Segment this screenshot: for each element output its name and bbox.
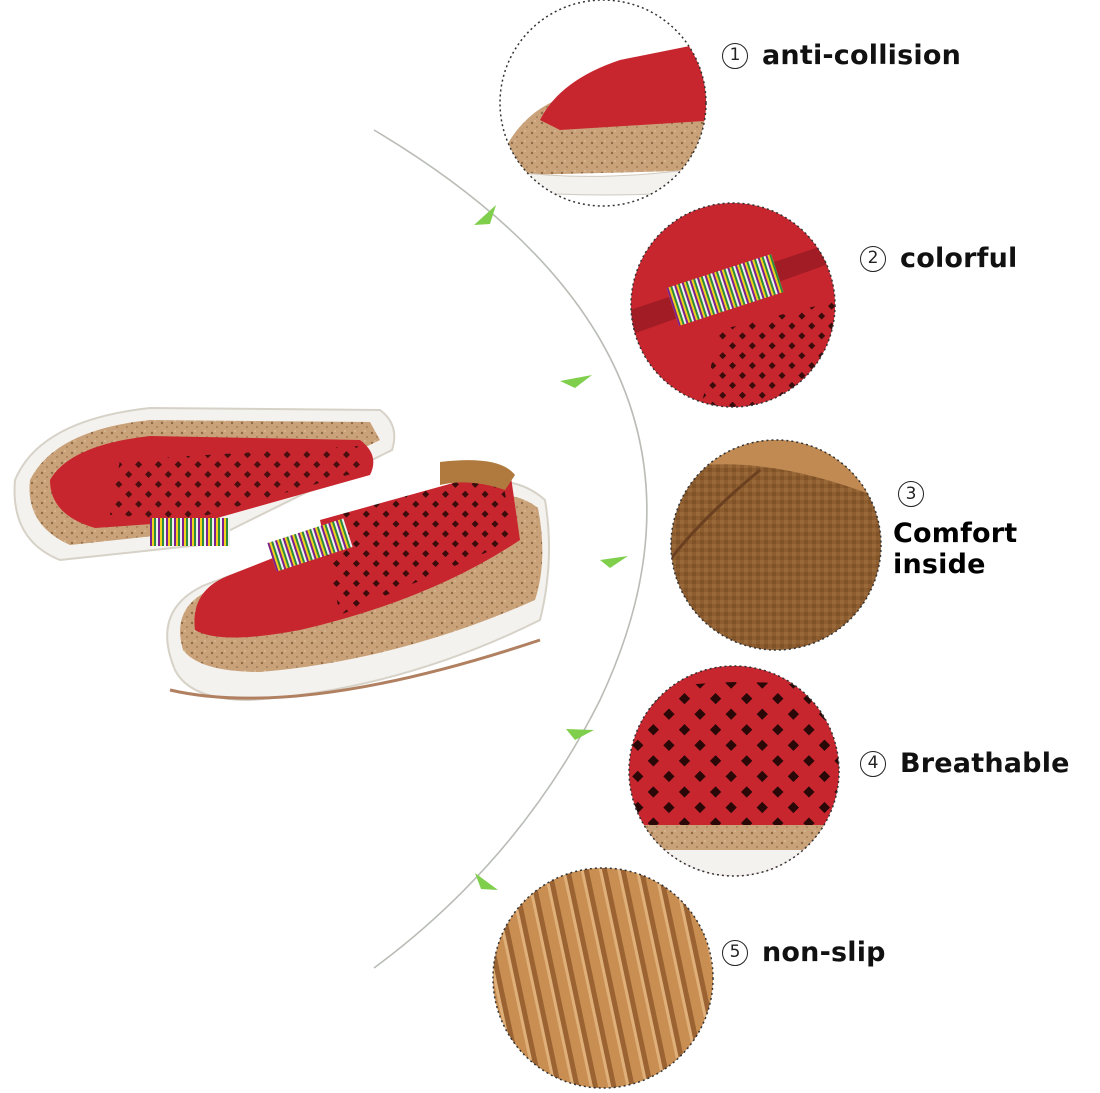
detail-circle-1	[500, 0, 706, 206]
circled-digit-one-icon: 1	[722, 42, 748, 69]
arrow-icon	[474, 205, 628, 890]
feature-anti-collision: 1 anti-collision	[722, 40, 961, 71]
detail-circle-4	[629, 666, 839, 876]
circled-digit-two-icon: 2	[860, 245, 886, 272]
feature-label-text: anti-collision	[762, 40, 962, 71]
circled-digit-five-icon: 5	[722, 939, 748, 966]
feature-label-text: non-slip	[762, 937, 886, 968]
feature-label-text: Breathable	[900, 748, 1070, 779]
feature-non-slip: 5 non-slip	[722, 937, 886, 968]
shoe-pair-illustration	[13, 406, 550, 702]
feature-comfort-inside-text: Comfort inside	[893, 518, 1018, 580]
feature-breathable: 4 Breathable	[860, 748, 1070, 779]
feature-label-text: colorful	[900, 243, 1018, 274]
guide-arc	[373, 129, 648, 969]
feature-comfort-inside-number: 3	[898, 481, 924, 507]
circled-digit-three-icon: 3	[898, 481, 924, 507]
circled-digit-four-icon: 4	[860, 750, 886, 777]
detail-circle-3	[671, 440, 881, 650]
feature-colorful: 2 colorful	[860, 243, 1018, 274]
detail-circle-5	[493, 868, 713, 1088]
